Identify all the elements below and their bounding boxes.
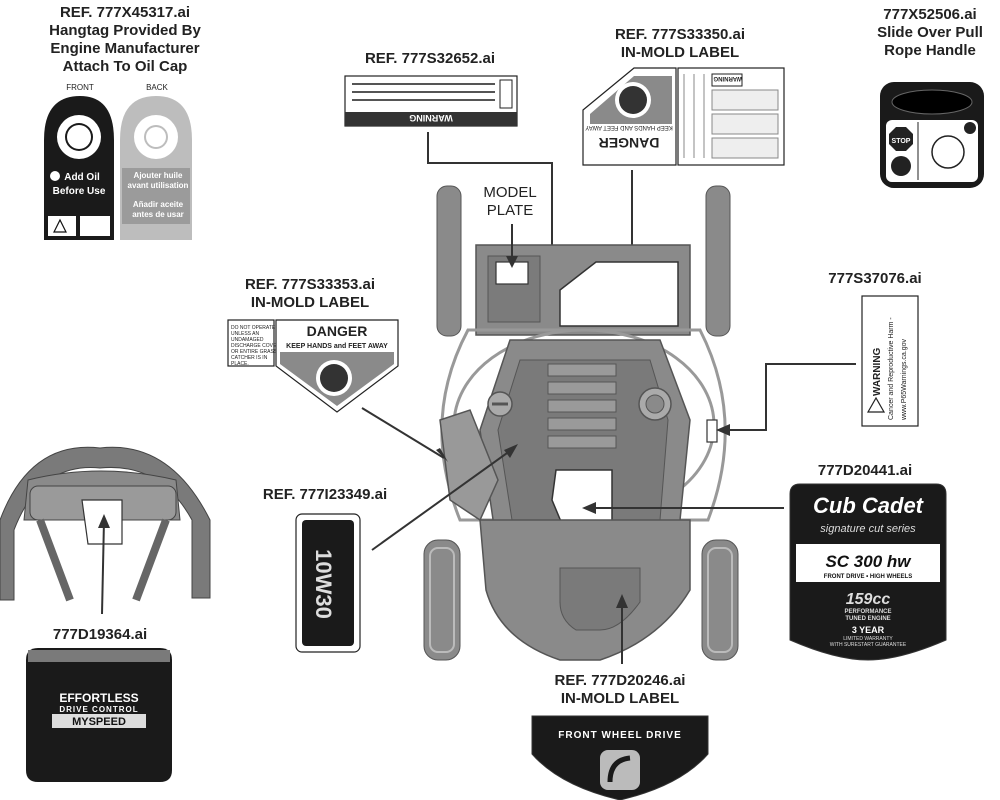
front-wheel-label: FRONT WHEEL DRIVE — [531, 715, 709, 800]
handle-label-ref: 777D19364.ai — [52, 626, 148, 643]
cubcadet-series: signature cut series — [820, 523, 916, 535]
leader-line — [722, 363, 856, 431]
cubcadet-model-sub: FRONT DRIVE • HIGH WHEELS — [824, 574, 912, 580]
handle-label-line1: EFFORTLESS — [59, 691, 138, 705]
hangtag-ref: REF. 777X45317.ai Hangtag Provided By En… — [49, 4, 201, 75]
stop-icon — [50, 171, 60, 181]
hangtag-front-line1: Add Oil — [64, 172, 100, 183]
hand-icon — [320, 364, 348, 392]
mower-top-view — [423, 185, 739, 661]
warning-icon — [866, 396, 886, 413]
hangtag-front-label: FRONT — [66, 83, 94, 92]
danger-label-small: DO NOT OPERATE UNLESS AN UNDAMAGED DISCH… — [227, 319, 399, 413]
gear-icon — [57, 115, 101, 159]
handle-label-line3: MYSPEED — [72, 716, 126, 728]
oil-label-text: 10W30 — [311, 549, 336, 619]
danger-label-large: DANGER KEEP HANDS AND FEET AWAY WARNING — [582, 67, 785, 166]
danger-large-warning: WARNING — [713, 75, 742, 81]
warning-icon — [48, 216, 76, 236]
danger-small-text: DANGER — [307, 323, 368, 339]
danger-large-subtext: KEEP HANDS AND FEET AWAY — [585, 124, 673, 130]
prop65-line2: www.P65Warnings.ca.gov — [901, 338, 908, 421]
prop65-warning: WARNING — [872, 347, 883, 396]
small-side-line7: PLACE. — [231, 361, 249, 367]
cubcadet-engine-sub1: PERFORMANCE — [844, 609, 891, 615]
hangtag-front: FRONT Add Oil Before Use — [44, 83, 114, 240]
warning-label-ref: REF. 777S32652.ai — [364, 50, 496, 67]
danger-large-text: DANGER — [599, 135, 660, 151]
cubcadet-engine-sub2: TUNED ENGINE — [845, 616, 890, 622]
cubcadet-label: Cub Cadet signature cut series SC 300 hw… — [789, 483, 947, 661]
alert-icon — [964, 122, 976, 134]
small-side-line1: DO NOT OPERATE — [231, 325, 276, 331]
leader-line — [361, 407, 445, 459]
prop65-line1: Cancer and Reproductive Harm - — [888, 317, 895, 420]
manual-icon — [80, 216, 110, 236]
hangtag-back-label: BACK — [146, 83, 168, 92]
small-side-line3: UNDAMAGED — [231, 337, 264, 343]
front-wheel-text: FRONT WHEEL DRIVE — [558, 730, 681, 741]
prop65-ref: 777S37076.ai — [828, 270, 922, 287]
rope-icon — [931, 135, 965, 169]
large-label-area — [559, 261, 679, 327]
small-side-line6: CATCHER IS IN — [231, 355, 268, 361]
pull-rope-ref: 777X52506.ai Slide Over Pull Rope Handle — [877, 6, 983, 59]
warning-label: WARNING — [344, 75, 518, 127]
cubcadet-warranty-sub1: LIMITED WARRANTY — [843, 636, 893, 642]
oil-label: 10W30 — [295, 513, 361, 653]
person-icon — [891, 156, 911, 176]
small-side-line4: DISCHARGE COVER — [231, 343, 280, 349]
stop-icon — [889, 127, 913, 151]
prop65-spot — [706, 419, 718, 443]
warning-label-header: WARNING — [409, 113, 453, 123]
cubcadet-warranty: 3 YEAR — [852, 625, 885, 635]
hangtag-back: BACK Ajouter huile avant utilisation Aña… — [120, 83, 192, 240]
cubcadet-engine: 159cc — [846, 591, 891, 608]
cubcadet-model: SC 300 hw — [825, 552, 912, 571]
cubcadet-brand: Cub Cadet — [813, 493, 925, 518]
pull-rope-stop: STOP — [892, 138, 911, 145]
small-side-line2: UNLESS AN — [231, 331, 259, 337]
leader-line — [371, 447, 515, 551]
hand-icon — [619, 86, 647, 114]
cubcadet-logo-icon — [600, 750, 640, 790]
hangtag-back-line3: Añadir aceite — [133, 200, 184, 209]
model-plate-label: MODEL PLATE — [483, 184, 537, 219]
hangtag-back-line2: avant utilisation — [128, 181, 189, 190]
hangtag-front-line2: Before Use — [53, 186, 106, 197]
handle-label: EFFORTLESS DRIVE CONTROL MYSPEED — [26, 648, 172, 782]
hangtag-back-line1: Ajouter huile — [134, 171, 183, 180]
gear-icon — [134, 115, 178, 159]
cubcadet-ref: 777D20441.ai — [817, 462, 913, 479]
pull-rope-label: STOP — [880, 82, 984, 188]
danger-large-ref: REF. 777S33350.ai IN-MOLD LABEL — [614, 26, 746, 61]
leader-line — [101, 519, 105, 615]
danger-small-ref: REF. 777S33353.ai IN-MOLD LABEL — [244, 276, 376, 311]
prop65-label: WARNING Cancer and Reproductive Harm - w… — [861, 295, 919, 427]
cubcadet-warranty-sub2: WITH SURESTART GUARANTEE — [830, 642, 907, 648]
danger-small-subtext: KEEP HANDS and FEET AWAY — [286, 343, 388, 350]
front-wheel-ref: REF. 777D20246.ai IN-MOLD LABEL — [554, 672, 686, 707]
small-side-line5: OR ENTIRE GRASS — [231, 349, 278, 355]
oil-label-ref: REF. 777I23349.ai — [262, 486, 388, 503]
hangtag-back-line4: antes de usar — [132, 210, 184, 219]
handle-label-line2: DRIVE CONTROL — [59, 705, 138, 714]
